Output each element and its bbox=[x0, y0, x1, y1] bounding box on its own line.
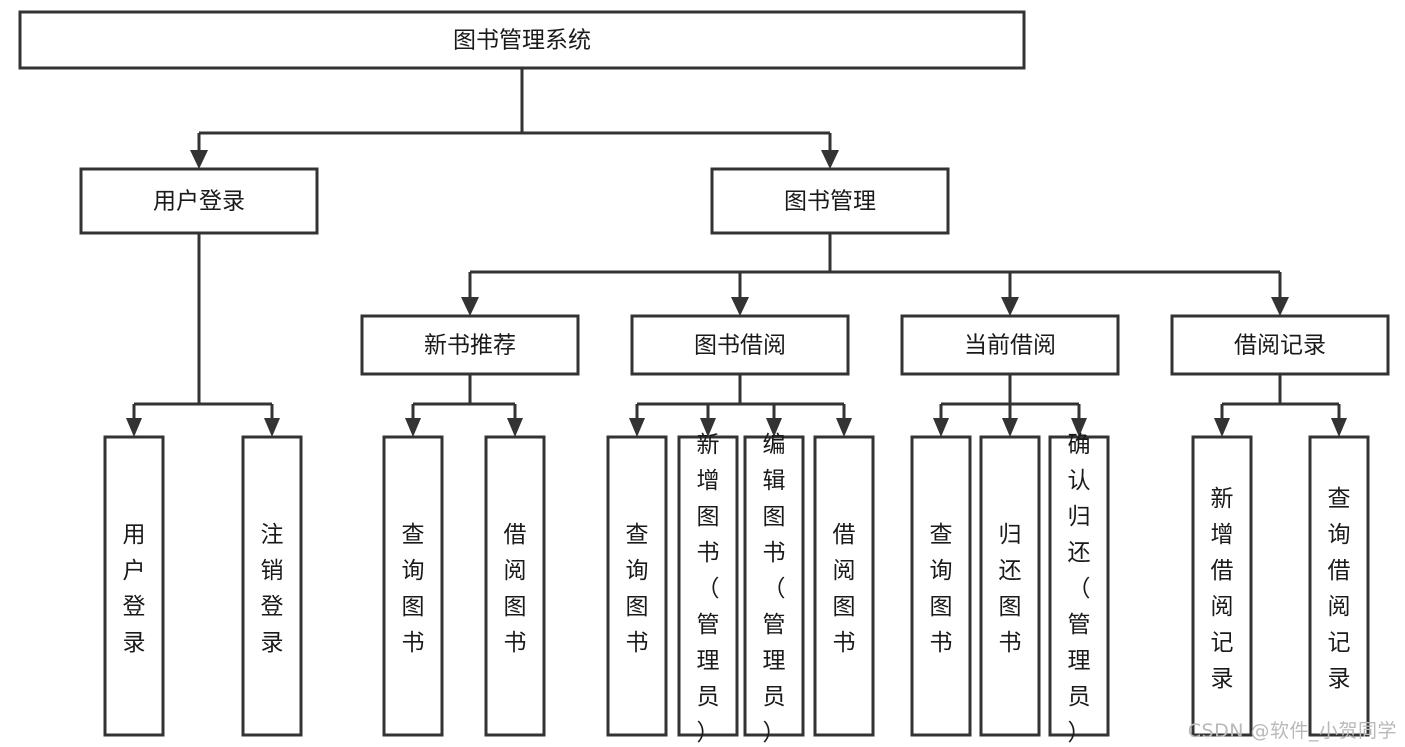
leaf-node-query-book-2[interactable] bbox=[606, 435, 668, 737]
leaf-node-edit-book-label: 编辑图书（管理员） bbox=[763, 432, 786, 746]
leaf-node-borrow-book-2-box[interactable] bbox=[813, 435, 875, 737]
node-book-management-label: 图书管理 bbox=[784, 189, 876, 215]
leaf-node-logout-login[interactable] bbox=[241, 435, 303, 737]
arrow-head-leaf-query-book-2 bbox=[629, 418, 645, 437]
arrow-head-leaf-query-book-3 bbox=[933, 418, 949, 437]
leaf-node-query-record[interactable] bbox=[1308, 435, 1370, 737]
leaf-node-add-record-label: 新增借阅记录 bbox=[1211, 486, 1234, 692]
leaf-node-query-book-2-label: 查询图书 bbox=[626, 522, 649, 656]
node-current-borrow-label: 当前借阅 bbox=[964, 333, 1056, 359]
arrow-head-leaf-confirm-return bbox=[1071, 418, 1087, 437]
leaf-node-query-book-3-box[interactable] bbox=[910, 435, 972, 737]
arrow-head-current-borrow bbox=[1001, 297, 1019, 316]
arrow-head-leaf-borrow-book-2 bbox=[836, 418, 852, 437]
leaf-node-confirm-return-label: 确认归还（管理员） bbox=[1068, 432, 1091, 746]
node-current-borrow[interactable]: 当前借阅 bbox=[900, 314, 1120, 376]
leaf-node-query-book-1-label: 查询图书 bbox=[402, 522, 425, 656]
leaf-node-add-book[interactable] bbox=[677, 435, 739, 737]
arrow-head-new-book-recommend bbox=[461, 297, 479, 316]
edge-group-current-borrow-to-leaves bbox=[933, 374, 1087, 437]
leaf-node-add-book-box[interactable] bbox=[677, 435, 739, 737]
leaf-node-borrow-book-2-label: 借阅图书 bbox=[833, 522, 856, 656]
arrow-head-leaf-add-record bbox=[1214, 418, 1230, 437]
arrow-head-leaf-query-book-1 bbox=[405, 418, 421, 437]
node-new-book-recommend-box[interactable] bbox=[360, 314, 580, 376]
node-book-management[interactable]: 图书管理 bbox=[710, 167, 950, 235]
arrow-head-leaf-logout-login bbox=[264, 418, 280, 437]
node-root-system[interactable]: 图书管理系统 bbox=[18, 10, 1026, 70]
edge-group-book-management-to-level2 bbox=[461, 233, 1289, 316]
leaf-text-layer: 用户登录 注销登录 查询图书 借阅图书 查询图书 新增图书（管理员） 编辑图书（管理员） 借阅… bbox=[123, 432, 1351, 746]
arrow-head-leaf-return-book bbox=[1002, 418, 1018, 437]
leaf-node-borrow-book-1-label: 借阅图书 bbox=[504, 522, 527, 656]
leaf-node-logout-login-box[interactable] bbox=[241, 435, 303, 737]
arrow-head-book-management bbox=[821, 150, 839, 169]
node-borrow-record-box[interactable] bbox=[1170, 314, 1390, 376]
leaf-node-add-record-box[interactable] bbox=[1191, 435, 1253, 737]
leaf-node-add-record[interactable] bbox=[1191, 435, 1253, 737]
node-root-system-label: 图书管理系统 bbox=[453, 28, 591, 54]
leaf-node-borrow-book-2[interactable] bbox=[813, 435, 875, 737]
leaf-node-query-book-2-box[interactable] bbox=[606, 435, 668, 737]
arrow-head-user-login bbox=[190, 150, 208, 169]
leaf-node-query-record-label: 查询借阅记录 bbox=[1328, 486, 1351, 692]
leaf-node-query-book-1[interactable] bbox=[382, 435, 444, 737]
node-book-management-box[interactable] bbox=[710, 167, 950, 235]
edge-group-user-login-to-leaves bbox=[126, 233, 280, 437]
arrow-head-borrow-record bbox=[1271, 297, 1289, 316]
leaf-node-logout-login-label: 注销登录 bbox=[261, 522, 284, 656]
leaf-node-return-book[interactable] bbox=[979, 435, 1041, 737]
edge-group-root-to-level1 bbox=[190, 68, 839, 169]
leaf-node-confirm-return-box[interactable] bbox=[1048, 435, 1110, 737]
node-current-borrow-box[interactable] bbox=[900, 314, 1120, 376]
node-new-book-recommend[interactable]: 新书推荐 bbox=[360, 314, 580, 376]
leaf-node-return-book-label: 归还图书 bbox=[999, 522, 1022, 656]
node-book-borrow-label: 图书借阅 bbox=[694, 333, 786, 359]
arrow-head-leaf-query-record bbox=[1331, 418, 1347, 437]
node-book-borrow[interactable]: 图书借阅 bbox=[630, 314, 850, 376]
node-borrow-record-label: 借阅记录 bbox=[1234, 333, 1326, 359]
leaf-node-edit-book[interactable] bbox=[743, 435, 805, 737]
leaf-node-query-book-3-label: 查询图书 bbox=[930, 522, 953, 656]
arrow-head-leaf-edit-book bbox=[766, 418, 782, 437]
leaf-node-user-login-label: 用户登录 bbox=[123, 522, 146, 656]
leaf-node-query-book-3[interactable] bbox=[910, 435, 972, 737]
node-user-login-label: 用户登录 bbox=[153, 189, 245, 215]
edge-group-borrow-record-to-leaves bbox=[1214, 374, 1347, 437]
edge-group-book-borrow-to-leaves bbox=[629, 374, 852, 437]
arrow-head-leaf-user-login bbox=[126, 418, 142, 437]
leaf-node-borrow-book-1-box[interactable] bbox=[484, 435, 546, 737]
arrow-head-book-borrow bbox=[731, 297, 749, 316]
leaf-node-query-book-1-box[interactable] bbox=[382, 435, 444, 737]
leaf-node-return-book-box[interactable] bbox=[979, 435, 1041, 737]
leaf-node-edit-book-box[interactable] bbox=[743, 435, 805, 737]
edge-group-new-book-recommend-to-leaves bbox=[405, 374, 523, 437]
node-user-login[interactable]: 用户登录 bbox=[79, 167, 319, 235]
arrow-head-leaf-add-book bbox=[700, 418, 716, 437]
node-borrow-record[interactable]: 借阅记录 bbox=[1170, 314, 1390, 376]
leaf-node-query-record-box[interactable] bbox=[1308, 435, 1370, 737]
csdn-watermark: CSDN @软件_小贺同学 bbox=[1187, 720, 1397, 742]
leaf-node-confirm-return[interactable] bbox=[1048, 435, 1110, 737]
node-root-system-box[interactable] bbox=[18, 10, 1026, 70]
leaf-node-user-login-box[interactable] bbox=[103, 435, 165, 737]
node-book-borrow-box[interactable] bbox=[630, 314, 850, 376]
leaf-node-borrow-book-1[interactable] bbox=[484, 435, 546, 737]
arrow-head-leaf-borrow-book-1 bbox=[507, 418, 523, 437]
node-user-login-box[interactable] bbox=[79, 167, 319, 235]
leaf-node-user-login[interactable] bbox=[103, 435, 165, 737]
node-new-book-recommend-label: 新书推荐 bbox=[424, 333, 516, 359]
leaf-node-add-book-label: 新增图书（管理员） bbox=[697, 432, 720, 746]
